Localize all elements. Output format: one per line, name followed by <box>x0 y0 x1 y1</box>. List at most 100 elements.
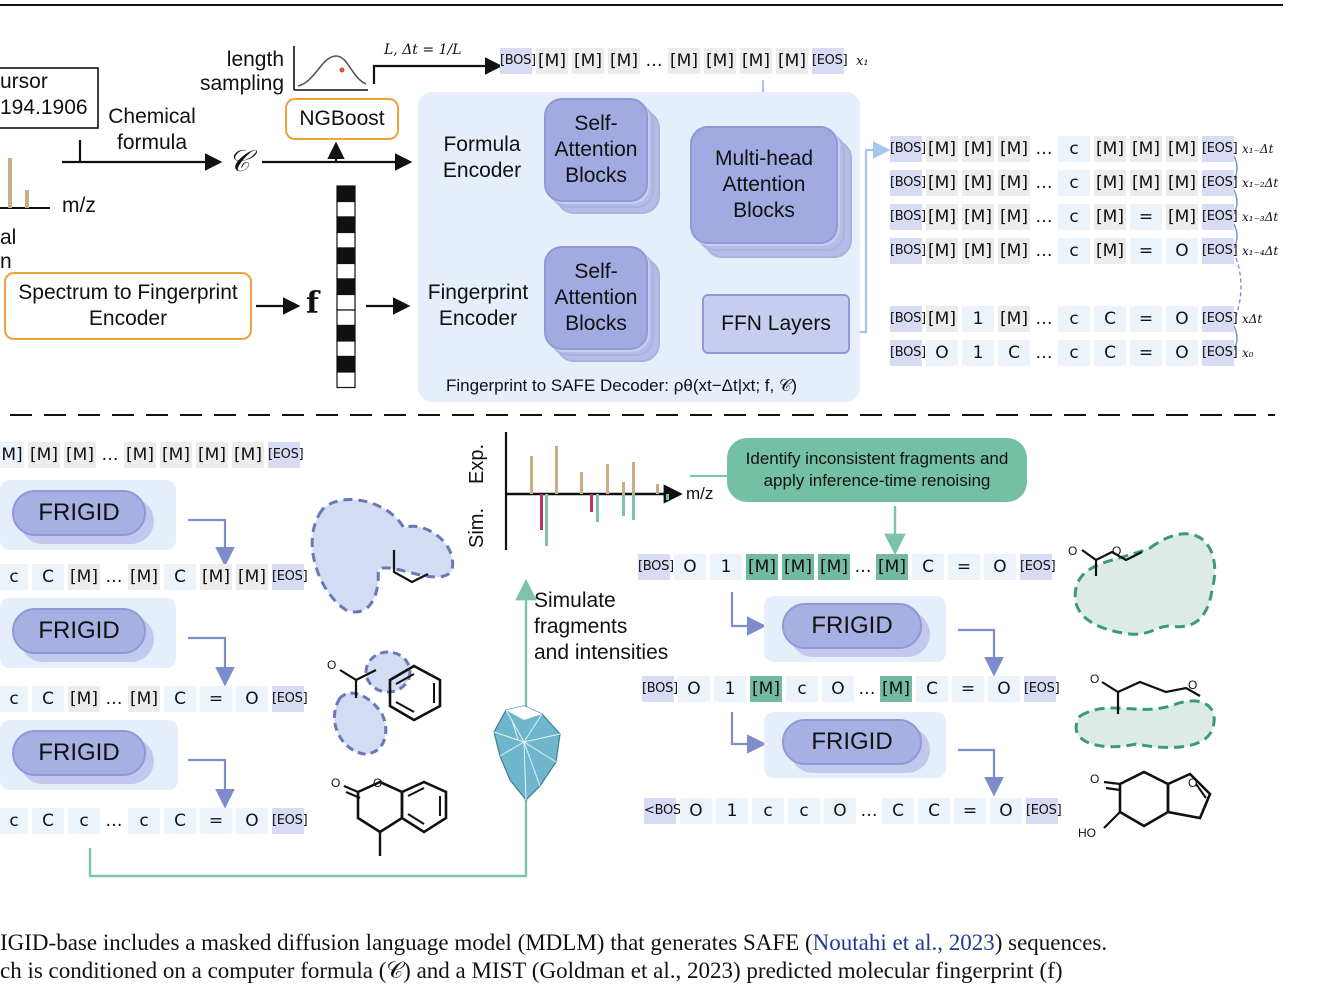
fingerprint-cell <box>336 324 356 342</box>
top-row-token: [EOS] <box>812 48 848 74</box>
denoise-step-label: xΔt <box>1242 312 1263 326</box>
frigid-block-4: FRIGID <box>782 603 922 649</box>
simulate-l1: Simulate <box>534 589 616 612</box>
left-row3-token: = <box>200 808 232 834</box>
self-attn-top-l3: Blocks <box>565 164 627 187</box>
left-row2-token: C <box>32 686 64 712</box>
denoise-row-token: c <box>1058 170 1090 196</box>
denoise-row-token: 1 <box>962 340 994 366</box>
spectrum-mz-label: m/z <box>686 484 714 503</box>
fingerprint-cell <box>336 231 356 249</box>
frigid-block-5: FRIGID <box>782 719 922 765</box>
right-row1-token: [EOS] <box>1020 554 1056 580</box>
right-row2-token: c <box>786 676 818 702</box>
frigid-block-2: FRIGID <box>12 608 146 654</box>
left-row3-token: … <box>105 811 123 831</box>
right-row3-token: … <box>860 801 878 821</box>
sim-peak <box>540 494 543 530</box>
length-sampling-label: length sampling <box>192 48 284 96</box>
denoise-row-token: [BOS] <box>890 306 926 332</box>
denoise-row-token: c <box>1058 204 1090 230</box>
simulate-label: Simulate fragments and intensities <box>534 588 668 666</box>
atom-o-4: O <box>1068 544 1078 558</box>
right-row2-token: [EOS] <box>1024 676 1060 702</box>
denoise-row-token: [M] <box>926 204 958 230</box>
denoise-row-token: [BOS] <box>890 204 926 230</box>
denoise-row-token: [M] <box>998 306 1030 332</box>
left-row1-token: [M] <box>236 564 268 590</box>
length-sampling-line2: sampling <box>199 72 284 95</box>
spectrum-label-1: al <box>0 226 17 249</box>
self-attn-top-l2: Attention <box>554 138 638 161</box>
denoise-row-token: [M] <box>998 170 1030 196</box>
frigid-label-4: FRIGID <box>811 612 893 639</box>
sim-peak <box>596 494 599 522</box>
atom-o-5: O <box>1112 544 1122 558</box>
denoise-row-token: [M] <box>1094 238 1126 264</box>
fingerprint-cell <box>336 216 356 234</box>
section-divider <box>10 414 1275 416</box>
atom-o-7: O <box>1188 678 1198 692</box>
left-row0-token: [M] <box>28 442 60 468</box>
exp-peak <box>632 462 635 494</box>
exp-peak <box>606 464 609 494</box>
formula-encoder-line1: Formula <box>443 133 521 156</box>
multihead-l2: Attention <box>722 173 806 196</box>
simulate-l2: fragments <box>534 615 628 638</box>
left-row2-token: … <box>105 689 123 709</box>
denoise-row-token: C <box>998 340 1030 366</box>
right-row2-token: = <box>952 676 984 702</box>
sim-peak <box>666 494 669 500</box>
top-row-token: [M] <box>668 48 700 74</box>
atom-ho: HO <box>1078 826 1096 840</box>
denoise-row-token: … <box>1035 207 1053 227</box>
left-row3-token: C <box>164 808 196 834</box>
denoise-row-token: O <box>1166 340 1198 366</box>
spec-to-fp-line2: Encoder <box>88 307 168 330</box>
caption-citation[interactable]: Noutahi et al., 2023 <box>812 930 995 955</box>
exp-peak <box>530 456 533 494</box>
top-arrows <box>0 46 1242 389</box>
right-row1-token: [M] <box>818 554 850 580</box>
exp-peak <box>555 446 558 494</box>
fingerprint-cell <box>336 371 356 389</box>
right-row3-token: C <box>882 798 914 824</box>
denoise-row-token: [BOS] <box>890 238 926 264</box>
left-row0-token: [M] <box>124 442 156 468</box>
formula-symbol: 𝒞 <box>228 144 250 179</box>
right-row2-token: C <box>916 676 948 702</box>
denoise-row-token: = <box>1130 340 1162 366</box>
denoise-row-token: [BOS] <box>890 170 926 196</box>
left-row2-token: c <box>0 686 28 712</box>
denoise-row-token: [EOS] <box>1202 238 1238 264</box>
right-row1-token: [M] <box>782 554 814 580</box>
multihead-attention-block: Multi-head Attention Blocks <box>690 126 860 258</box>
ffn-label: FFN Layers <box>721 312 831 335</box>
self-attn-bot-l2: Attention <box>554 286 638 309</box>
top-row-token: [M] <box>776 48 808 74</box>
self-attention-block-bottom: Self- Attention Blocks <box>544 246 664 364</box>
denoise-row-token: C <box>1094 306 1126 332</box>
right-row1-token: … <box>854 557 872 577</box>
right-row1-token: C <box>912 554 944 580</box>
denoise-row-token: C <box>1094 340 1126 366</box>
spectrum-label-2: n <box>0 250 12 273</box>
caption-post: ) sequences. <box>994 930 1108 955</box>
top-row-token: [M] <box>704 48 736 74</box>
chemical-formula-label: Chemical formula <box>104 104 200 156</box>
denoise-step-label: x₁₋₂Δt <box>1242 176 1279 190</box>
right-row3-token: = <box>954 798 986 824</box>
right-row2-token: [BOS] <box>642 676 678 702</box>
left-row3-token: c <box>128 808 160 834</box>
left-row2-token: [M] <box>68 686 100 712</box>
right-row2-token: [M] <box>750 676 782 702</box>
right-row2-token: [M] <box>880 676 912 702</box>
left-row2-token: O <box>236 686 268 712</box>
top-row-token: … <box>645 51 663 71</box>
ngboost-box: NGBoost <box>285 98 399 140</box>
denoise-row-token: … <box>1035 309 1053 329</box>
right-row3-token: O <box>824 798 856 824</box>
left-row1-token: … <box>105 567 123 587</box>
denoise-row-token: [M] <box>1130 170 1162 196</box>
left-row0-token: [M] <box>64 442 96 468</box>
